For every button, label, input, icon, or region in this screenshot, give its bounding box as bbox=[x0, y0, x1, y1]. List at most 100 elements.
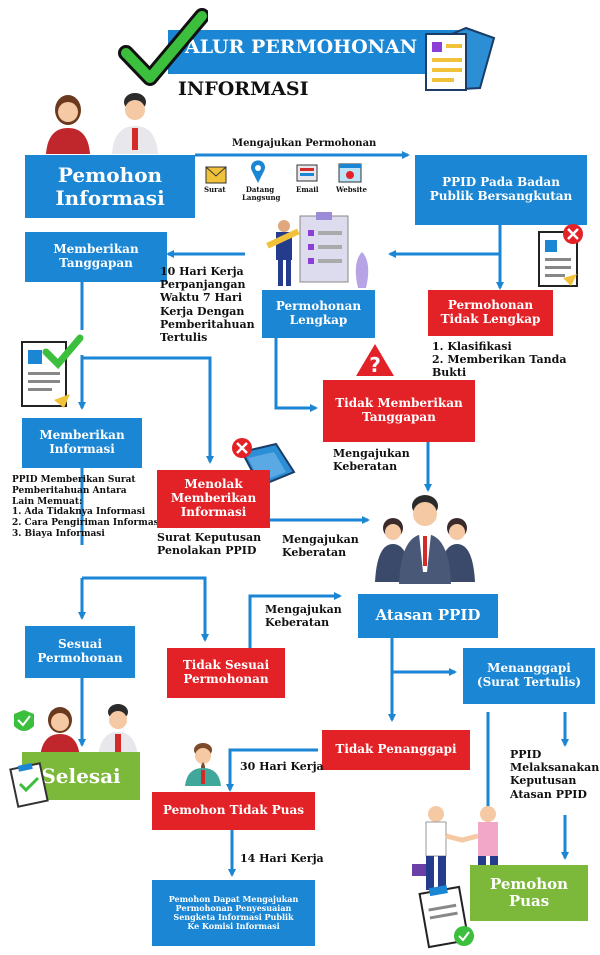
pemohon-line2: Informasi bbox=[55, 185, 165, 210]
tiga-puluh-hari-label: 30 Hari Kerja bbox=[240, 760, 324, 773]
pemohon-puas-box: Pemohon Puas bbox=[470, 865, 588, 921]
tidak-lengkap-line1: Permohonan bbox=[447, 298, 534, 313]
atasan-ppid-label: Atasan PPID bbox=[375, 606, 481, 625]
tidak-lengkap-item: 2. Memberikan Tanda Bukti bbox=[432, 353, 567, 380]
keberatan-3-line1: Mengajukan bbox=[265, 603, 342, 616]
menolak-line1: Menolak bbox=[184, 477, 243, 492]
permohonan-lengkap-line1: Permohonan bbox=[275, 299, 362, 314]
tidak-lengkap-item: 1. Klasifikasi bbox=[432, 340, 512, 353]
ppid-surat-line: 2. Cara Pengiriman Informasi bbox=[12, 518, 163, 529]
arrow-to-tidak-memberikan bbox=[274, 338, 318, 412]
channel-surat: Surat bbox=[204, 185, 226, 194]
tidak-penanggapi-label: Tidak Penanggapi bbox=[335, 742, 457, 757]
mengajukan-keberatan-2: Mengajukan Keberatan bbox=[282, 533, 359, 559]
tidak-lengkap-line2: Tidak Lengkap bbox=[440, 312, 541, 326]
pemohon-puas-line1: Pemohon bbox=[489, 874, 569, 893]
channel-email: Email bbox=[296, 185, 319, 194]
arrow-tidak-sesuai-to-atasan bbox=[248, 592, 342, 648]
atasan-group-icon bbox=[375, 495, 475, 584]
melaksanakan-line: Melaksanakan bbox=[510, 761, 600, 775]
ppid-surat-line: Lain Memuat: bbox=[12, 496, 83, 507]
memberikan-informasi-box: Memberikan Informasi bbox=[22, 418, 142, 468]
website-icon bbox=[338, 163, 362, 183]
tidak-sesuai-line1: Tidak Sesuai bbox=[182, 658, 270, 673]
sepuluh-hari-line: 10 Hari Kerja bbox=[160, 265, 244, 278]
memberikan-tanggapan-line1: Memberikan bbox=[53, 242, 139, 257]
ppid-surat-line: PPID Memberikan Surat bbox=[12, 475, 136, 485]
ppid-melaksanakan-note: PPID Melaksanakan Keputusan Atasan PPID bbox=[510, 748, 599, 801]
atasan-ppid-box: Atasan PPID bbox=[358, 594, 498, 638]
menolak-line3: Informasi bbox=[180, 504, 247, 519]
mengajukan-permohonan-label: Mengajukan Permohonan bbox=[232, 138, 377, 149]
sepuluh-hari-line: Kerja Dengan bbox=[160, 304, 245, 318]
menolak-box: Menolak Memberikan Informasi bbox=[157, 470, 270, 528]
sesuai-line2: Permohonan bbox=[37, 651, 123, 665]
location-pin-icon bbox=[251, 160, 265, 183]
approved-document-icon bbox=[21, 334, 84, 408]
permohonan-tidak-lengkap-box: Permohonan Tidak Lengkap bbox=[428, 290, 553, 336]
tidak-memberikan-line2: Tanggapan bbox=[362, 410, 436, 424]
surat-keputusan-line2: Penolakan PPID bbox=[157, 544, 257, 558]
sesuai-line1: Sesuai bbox=[57, 637, 103, 652]
sesuai-permohonan-box: Sesuai Permohonan bbox=[25, 626, 135, 678]
sepuluh-hari-note: 10 Hari Kerja Perpanjangan Waktu 7 Hari … bbox=[160, 265, 255, 344]
channel-datang: Datang Langsung bbox=[242, 185, 281, 203]
ppid-surat-line: 3. Biaya Informasi bbox=[12, 528, 105, 539]
ppid-badan-line2: Publik Bersangkutan bbox=[429, 189, 573, 203]
tidak-memberikan-line1: Tidak Memberikan bbox=[335, 396, 463, 411]
melaksanakan-line: Atasan PPID bbox=[510, 787, 587, 801]
pemohon-puas-line2: Puas bbox=[508, 892, 550, 910]
permohonan-lengkap-box: Permohonan Lengkap bbox=[262, 290, 375, 338]
permohonan-lengkap-line2: Lengkap bbox=[289, 313, 348, 327]
sepuluh-hari-line: Tertulis bbox=[160, 330, 208, 344]
memberikan-informasi-line1: Memberikan bbox=[39, 428, 125, 443]
checkmark-icon bbox=[118, 8, 208, 86]
arrow-to-tidak-sesuai bbox=[82, 576, 209, 642]
sepuluh-hari-line: Waktu 7 Hari bbox=[160, 291, 243, 305]
komisi-line: Sengketa Informasi Publik bbox=[173, 912, 294, 922]
memberikan-informasi-line2: Informasi bbox=[49, 442, 115, 456]
ppid-surat-line: 1. Ada Tidaknya Informasi bbox=[12, 507, 146, 518]
ppid-badan-line1: PPID Pada Badan bbox=[442, 175, 560, 190]
empat-belas-hari-label: 14 Hari Kerja bbox=[240, 852, 324, 865]
tidak-memberikan-tanggapan-box: Tidak Memberikan Tanggapan bbox=[323, 380, 475, 442]
selesai-label: Selesai bbox=[41, 763, 121, 788]
sepuluh-hari-line: Pemberitahuan bbox=[160, 317, 255, 331]
menanggapi-line1: Menanggapi bbox=[487, 661, 571, 676]
memberikan-tanggapan-line2: Tanggapan bbox=[59, 256, 133, 270]
komisi-line: Ke Komisi Informasi bbox=[187, 921, 280, 932]
melaksanakan-line: Keputusan bbox=[510, 774, 577, 788]
tidak-lengkap-list: 1. Klasifikasi 2. Memberikan Tanda Bukti bbox=[432, 340, 600, 380]
svg-text:?: ? bbox=[369, 353, 381, 377]
pemohon-tidak-puas-box: Pemohon Tidak Puas bbox=[152, 792, 315, 830]
menolak-line2: Memberikan bbox=[170, 491, 257, 506]
surat-keputusan-note: Surat Keputusan Penolakan PPID bbox=[157, 531, 261, 557]
rejected-document-icon bbox=[538, 224, 583, 287]
tidak-sesuai-box: Tidak Sesuai Permohonan bbox=[167, 648, 285, 698]
warning-icon: ? bbox=[356, 344, 394, 377]
keberatan-2-line1: Mengajukan bbox=[282, 533, 359, 546]
pemohon-tidak-puas-label: Pemohon Tidak Puas bbox=[162, 803, 305, 818]
surat-keputusan-line1: Surat Keputusan bbox=[157, 531, 262, 544]
ppid-surat-note: PPID Memberikan Surat Pemberitahuan Anta… bbox=[12, 475, 162, 540]
komisi-line: Pemohon Dapat Mengajukan bbox=[168, 893, 299, 904]
keberatan-1-line2: Keberatan bbox=[333, 460, 398, 474]
arrow-to-pemohon-tidak-puas bbox=[226, 748, 318, 792]
letter-icon bbox=[205, 166, 227, 184]
email-icon bbox=[296, 164, 318, 182]
ppid-badan-box: PPID Pada Badan Publik Bersangkutan bbox=[415, 155, 587, 225]
finished-people-icon bbox=[14, 704, 138, 758]
pemohon-line1: Pemohon bbox=[57, 162, 163, 187]
keberatan-1-line1: Mengajukan bbox=[333, 447, 410, 460]
title-line2: INFORMASI bbox=[178, 78, 309, 100]
sepuluh-hari-line: Perpanjangan bbox=[160, 278, 246, 292]
satisfied-clipboard-icon bbox=[418, 885, 474, 949]
ppid-surat-line: Pemberitahuan Antara bbox=[12, 485, 127, 496]
applicants-people-icon bbox=[46, 93, 158, 154]
tidak-sesuai-line2: Permohonan bbox=[183, 672, 269, 686]
pemohon-informasi-box: Pemohon Informasi bbox=[25, 155, 195, 218]
melaksanakan-line: PPID bbox=[510, 748, 542, 761]
mengajukan-keberatan-1: Mengajukan Keberatan bbox=[333, 447, 410, 473]
title-line1: ALUR PERMOHONAN bbox=[185, 36, 418, 58]
